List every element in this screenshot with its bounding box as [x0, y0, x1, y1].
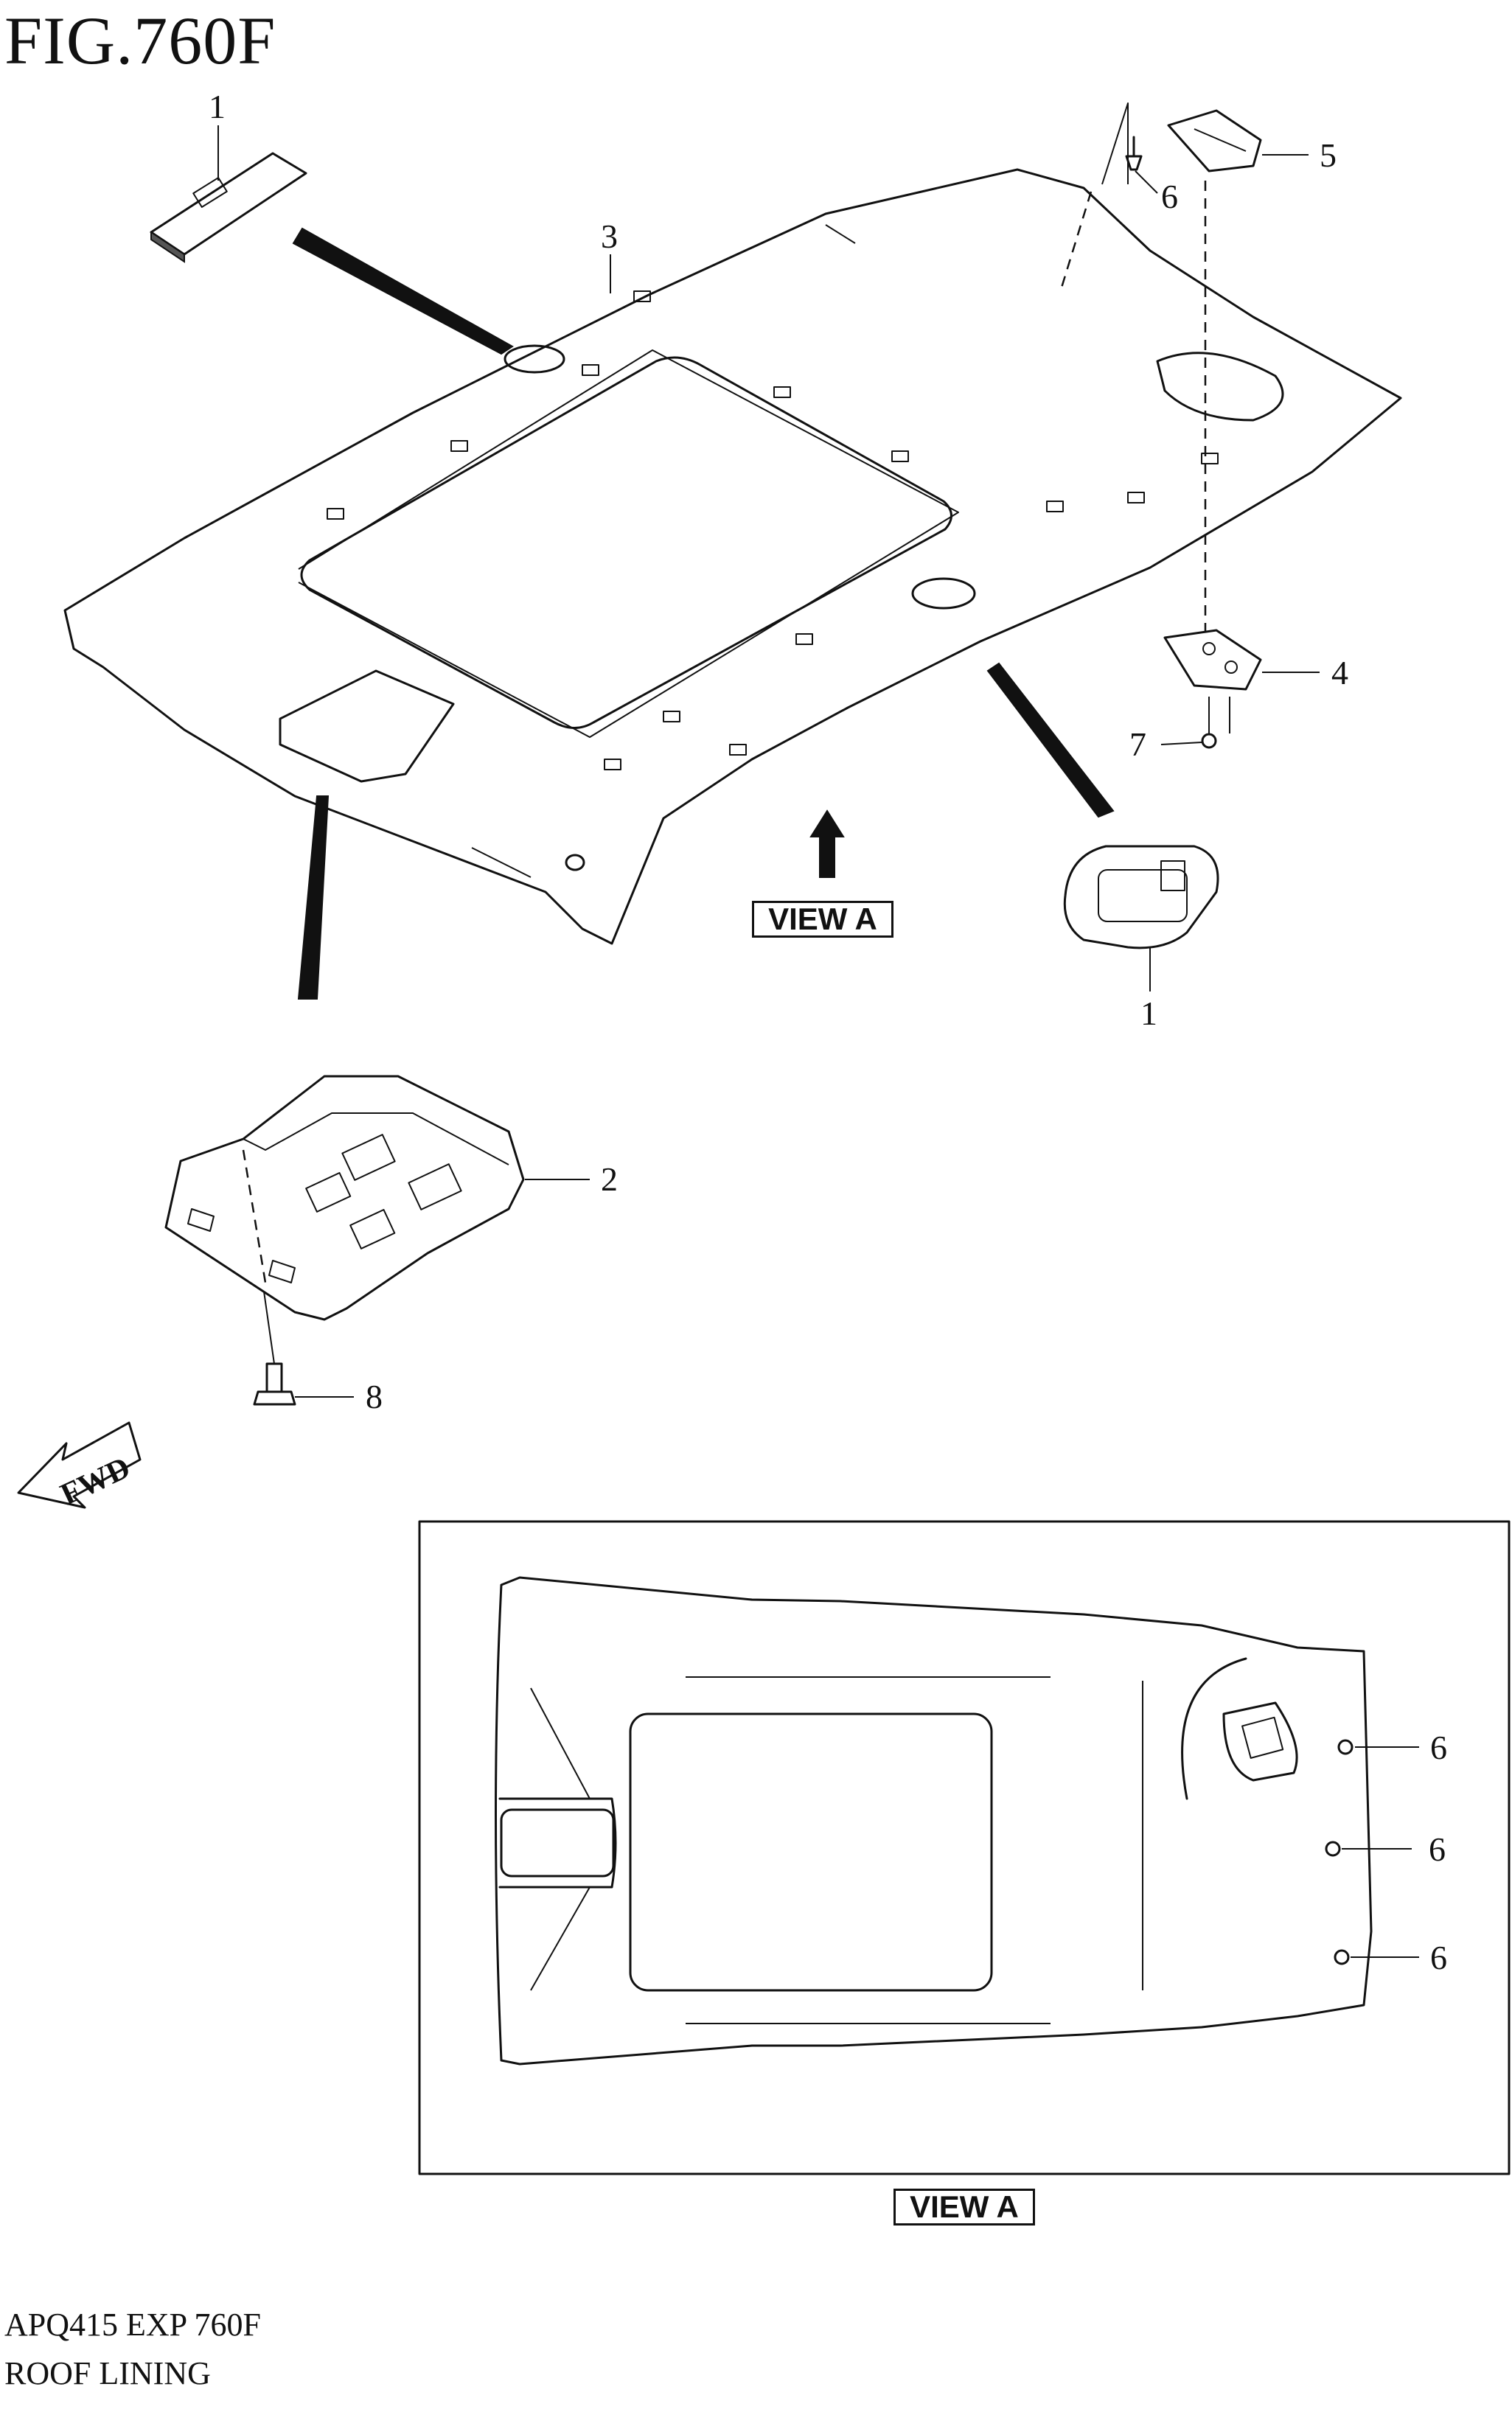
- figure-name: ROOF LINING: [4, 2355, 211, 2391]
- pointer-wedge-2: [986, 662, 1115, 818]
- callout-5: 5: [1320, 136, 1337, 174]
- view-a-label-main: VIEW A: [752, 901, 893, 938]
- callout-3: 3: [601, 217, 618, 255]
- screw-part-7[interactable]: [1201, 733, 1217, 749]
- fwd-arrow: FWD: [17, 1421, 142, 1512]
- dome-light-part-1-top[interactable]: [150, 152, 307, 263]
- callout-6-top: 6: [1161, 178, 1178, 215]
- clip-part-6-top[interactable]: [1125, 136, 1143, 171]
- callout-4: 4: [1331, 654, 1348, 691]
- callout-6-inset-b: 6: [1429, 1830, 1446, 1868]
- pointer-wedge-3: [297, 795, 330, 1000]
- inset-view-a-frame: [418, 1520, 1511, 2175]
- inset-roof-lining[interactable]: [495, 1576, 1373, 2066]
- callout-7: 7: [1129, 725, 1146, 763]
- bracket-part-4[interactable]: [1163, 629, 1262, 691]
- rear-light-housing-part-5[interactable]: [1167, 109, 1262, 172]
- figure-code: APQ415 EXP 760F: [4, 2307, 261, 2343]
- dome-light-part-1-right[interactable]: [1063, 845, 1219, 949]
- figure-title: FIG.760F: [4, 3, 276, 78]
- bolt-part-8[interactable]: [253, 1362, 296, 1406]
- overhead-console-part-2[interactable]: [164, 1075, 525, 1321]
- pointer-wedge-1: [292, 227, 514, 355]
- callout-6-inset-c: 6: [1430, 1939, 1447, 1976]
- view-a-arrow: [809, 809, 845, 878]
- inset-clip-6c[interactable]: [1334, 1949, 1350, 1965]
- callout-1-top: 1: [209, 88, 226, 125]
- callout-2: 2: [601, 1160, 618, 1198]
- view-a-label-inset: VIEW A: [893, 2189, 1035, 2225]
- inset-clip-6a[interactable]: [1337, 1739, 1354, 1755]
- callout-6-inset-a: 6: [1430, 1729, 1447, 1766]
- callout-8: 8: [366, 1378, 383, 1415]
- roof-lining-panel[interactable]: [63, 168, 1402, 945]
- callout-1-right: 1: [1140, 994, 1157, 1032]
- inset-clip-6b[interactable]: [1325, 1841, 1341, 1857]
